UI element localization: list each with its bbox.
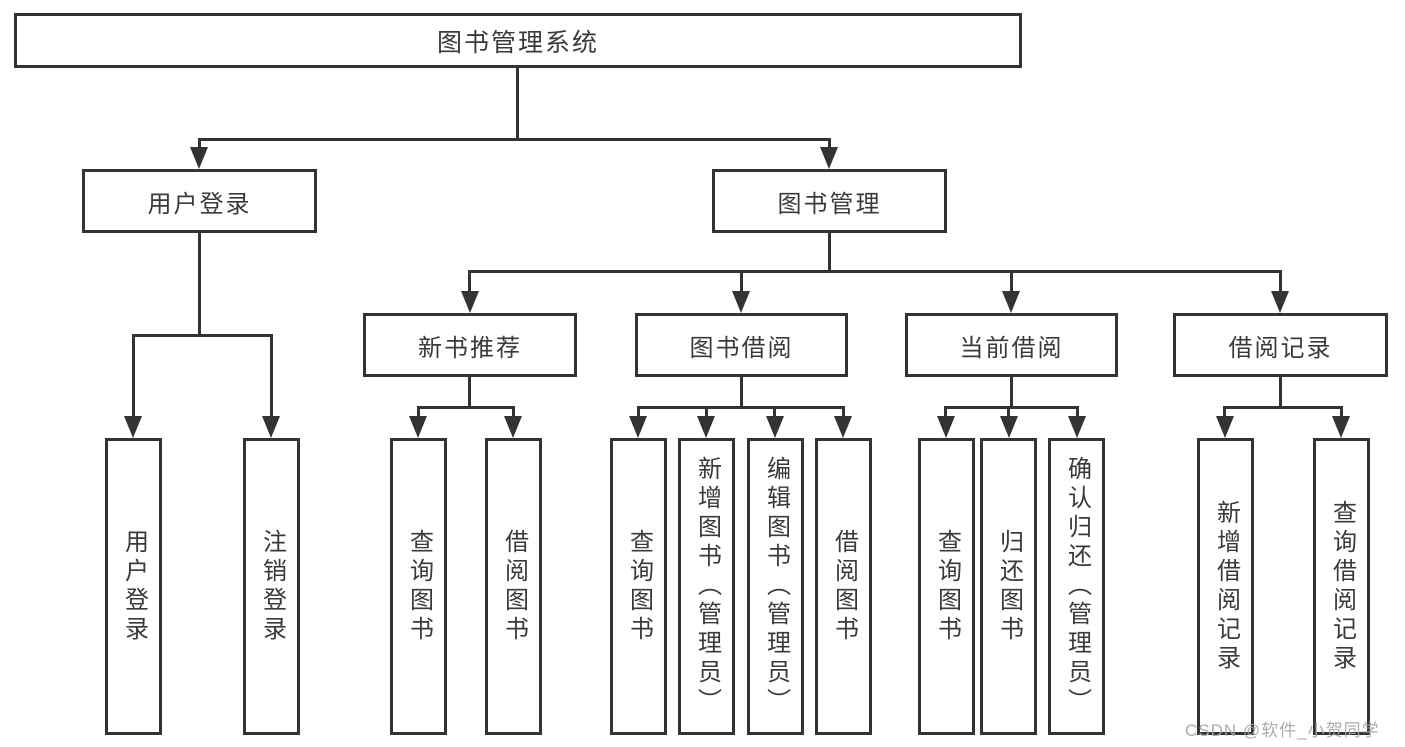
leaf-label: 借阅图书: [500, 528, 528, 645]
leaf-query-borrow-record: 查询借阅记录: [1313, 438, 1370, 735]
arrow-down-icon: [1332, 416, 1350, 438]
connector-stem: [1340, 406, 1343, 418]
connector-stem: [132, 334, 135, 417]
node-label: 当前借阅: [959, 334, 1064, 362]
arrow-down-icon: [937, 416, 955, 438]
leaf-label: 注销登录: [258, 528, 286, 645]
node-current-borrowing: 当前借阅: [905, 313, 1118, 377]
node-label: 图书管理: [777, 190, 882, 218]
arrow-down-icon: [262, 416, 280, 438]
connector-borrow-records-vertical: [1279, 377, 1282, 409]
leaf-label: 编辑图书（管理员）: [762, 456, 790, 717]
connector-stem: [842, 406, 845, 418]
leaf-logout: 注销登录: [243, 438, 300, 735]
leaf-label: 归还图书: [995, 528, 1023, 645]
leaf-label: 用户登录: [120, 528, 148, 645]
arrow-down-icon: [124, 416, 142, 438]
node-label: 用户登录: [147, 190, 252, 218]
arrow-down-icon: [820, 147, 838, 169]
connector-stem: [468, 270, 471, 291]
leaf-label: 确认归还（管理员）: [1063, 456, 1091, 717]
connector-current-borrowing-horizontal: [944, 406, 1079, 409]
connector-stem: [740, 270, 743, 291]
connector-stem: [1279, 270, 1282, 291]
csdn-watermark: CSDN @软件_小贺同学: [1185, 721, 1380, 740]
arrow-down-icon: [1216, 416, 1234, 438]
connector-stem: [773, 406, 776, 418]
connector-user-login-vertical: [198, 233, 201, 336]
connector-current-borrowing-vertical: [1010, 377, 1013, 409]
connector-root-vertical: [516, 68, 519, 141]
node-library-management-system: 图书管理系统: [14, 13, 1022, 68]
connector-stem: [198, 138, 201, 150]
connector-root-horizontal: [198, 138, 831, 141]
leaf-label: 借阅图书: [830, 528, 858, 645]
node-label: 新书推荐: [418, 334, 522, 362]
leaf-borrow-books-recommend: 借阅图书: [485, 438, 542, 735]
node-borrowing-records: 借阅记录: [1173, 313, 1388, 377]
leaf-confirm-return-admin: 确认归还（管理员）: [1048, 438, 1105, 735]
leaf-user-login: 用户登录: [105, 438, 162, 735]
connector-stem: [270, 334, 273, 417]
arrow-down-icon: [1000, 416, 1018, 438]
arrow-down-icon: [461, 291, 479, 313]
connector-new-book-vertical: [468, 377, 471, 409]
arrow-down-icon: [629, 416, 647, 438]
node-label: 图书管理系统: [436, 28, 599, 57]
leaf-query-books-borrowing: 查询图书: [610, 438, 667, 735]
node-book-borrowing: 图书借阅: [635, 313, 848, 377]
node-label: 图书借阅: [689, 334, 794, 362]
connector-stem: [705, 406, 708, 418]
leaf-label: 新增图书（管理员）: [693, 456, 721, 717]
arrow-down-icon: [504, 416, 522, 438]
node-new-book-recommend: 新书推荐: [363, 313, 577, 377]
connector-new-book-horizontal: [417, 406, 515, 409]
leaf-label: 查询借阅记录: [1328, 499, 1356, 674]
leaf-add-borrow-record: 新增借阅记录: [1197, 438, 1254, 735]
connector-stem: [1223, 406, 1226, 418]
leaf-query-books-recommend: 查询图书: [390, 438, 447, 735]
leaf-borrow-books-borrowing: 借阅图书: [815, 438, 872, 735]
connector-book-borrowing-vertical: [740, 377, 743, 409]
connector-stem: [512, 406, 515, 418]
arrow-down-icon: [1068, 416, 1086, 438]
node-book-management: 图书管理: [712, 169, 947, 233]
arrow-down-icon: [766, 416, 784, 438]
connector-book-management-vertical: [828, 233, 831, 273]
connector-borrow-records-horizontal: [1223, 406, 1343, 409]
connector-stem: [944, 406, 947, 418]
arrow-down-icon: [732, 291, 750, 313]
leaf-label: 查询图书: [933, 528, 961, 645]
arrow-down-icon: [1002, 291, 1020, 313]
connector-stem: [1010, 270, 1013, 291]
connector-book-borrowing-horizontal: [637, 406, 845, 409]
leaf-label: 新增借阅记录: [1212, 499, 1240, 674]
connector-book-management-horizontal: [468, 270, 1282, 273]
connector-stem: [417, 406, 420, 418]
connector-stem: [1007, 406, 1010, 418]
leaf-query-books-current: 查询图书: [918, 438, 975, 735]
leaf-label: 查询图书: [625, 528, 653, 645]
arrow-down-icon: [1271, 291, 1289, 313]
leaf-edit-books-admin: 编辑图书（管理员）: [747, 438, 804, 735]
connector-stem: [828, 138, 831, 150]
arrow-down-icon: [409, 416, 427, 438]
leaf-return-books: 归还图书: [980, 438, 1037, 735]
leaf-label: 查询图书: [405, 528, 433, 645]
arrow-down-icon: [834, 416, 852, 438]
connector-stem: [637, 406, 640, 418]
arrow-down-icon: [190, 147, 208, 169]
connector-user-login-horizontal: [132, 334, 273, 337]
node-label: 借阅记录: [1228, 334, 1333, 362]
connector-stem: [1076, 406, 1079, 418]
node-user-login: 用户登录: [82, 169, 317, 233]
leaf-add-books-admin: 新增图书（管理员）: [678, 438, 735, 735]
arrow-down-icon: [697, 416, 715, 438]
